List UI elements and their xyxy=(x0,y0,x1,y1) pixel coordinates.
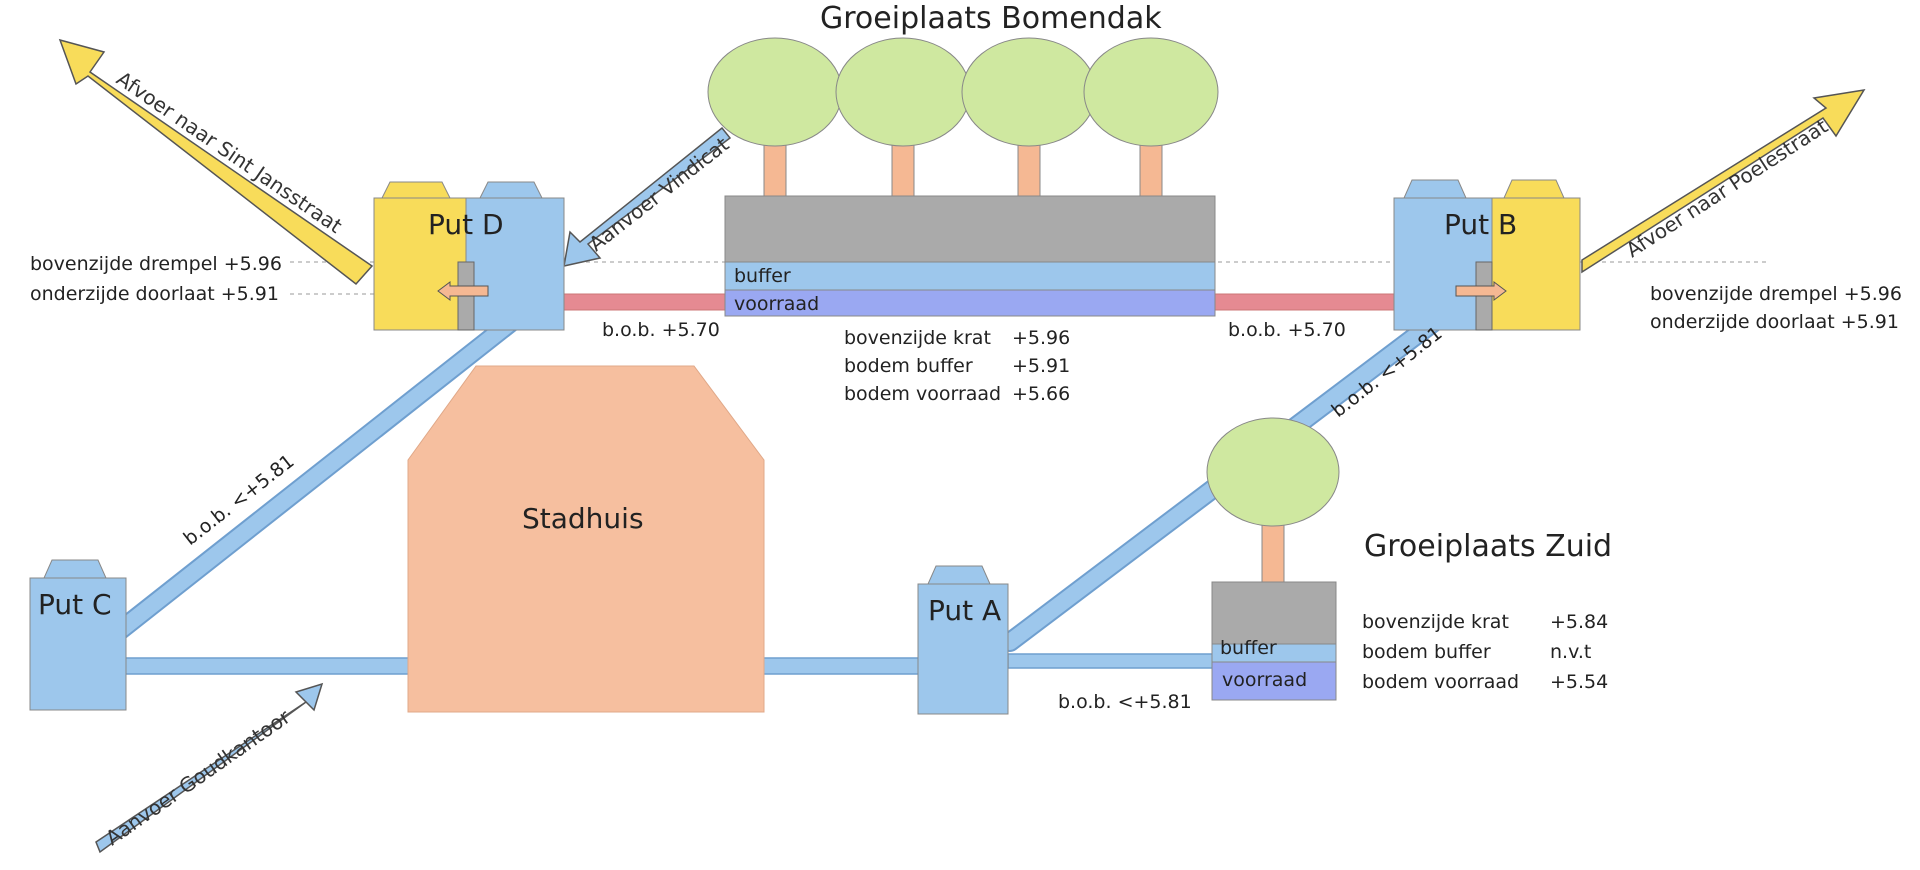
arrow-aanvoer-vindicat-label: Aanvoer Vindicat xyxy=(584,132,733,256)
pipe-d-c xyxy=(110,304,532,640)
zuid-tree-crown xyxy=(1206,417,1340,527)
arrow-afvoer-sint-jansstraat: Afvoer naar Sint Jansstraat xyxy=(58,38,374,286)
arrow-aanvoer-goudkantoor-label: Aanvoer Goudkantoor xyxy=(101,704,295,850)
stadhuis-label: Stadhuis xyxy=(522,502,644,535)
bomendak-voorraad xyxy=(724,289,1216,317)
groeiplaats-zuid: buffer voorraad Groeiplaats Zuid xyxy=(1206,417,1612,701)
left-doorlaat-level: onderzijde doorlaat +5.91 xyxy=(30,283,279,305)
put-a-label: Put A xyxy=(928,594,1001,627)
bomendak-level-3-label: bodem voorraad xyxy=(844,383,1001,405)
zuid-level-2-label: bodem buffer xyxy=(1362,641,1491,663)
zuid-buffer-label: buffer xyxy=(1220,637,1277,659)
trunk-3 xyxy=(1017,139,1041,197)
arrow-aanvoer-vindicat: Aanvoer Vindicat xyxy=(563,126,733,267)
zuid-level-2-value: n.v.t xyxy=(1550,641,1591,663)
pipe-c-stadhuis xyxy=(123,657,425,675)
bomendak-buffer xyxy=(724,261,1216,291)
zuid-trunk xyxy=(1261,519,1285,583)
trunk-1 xyxy=(763,139,787,197)
bomendak-crate xyxy=(724,195,1216,263)
tree-crown-1 xyxy=(707,37,843,147)
tree-crown-2 xyxy=(835,37,971,147)
bomendak-title: Groeiplaats Bomendak xyxy=(820,1,1162,36)
put-b: Put B xyxy=(1393,179,1581,331)
pipe-a-zuid xyxy=(1007,653,1214,669)
bomendak-level-2-value: +5.91 xyxy=(1012,355,1070,377)
trunk-2 xyxy=(891,139,915,197)
zuid-level-1-value: +5.84 xyxy=(1550,611,1608,633)
put-c-label: Put C xyxy=(38,588,112,621)
arrow-afvoer-poelestraat-label: Afvoer naar Poelestraat xyxy=(1622,114,1833,262)
zuid-voorraad xyxy=(1211,661,1337,701)
trunk-4 xyxy=(1139,139,1163,197)
left-drempel-level: bovenzijde drempel +5.96 xyxy=(30,253,282,275)
right-drempel-level: bovenzijde drempel +5.96 xyxy=(1650,283,1902,305)
put-b-label: Put B xyxy=(1444,208,1517,241)
arrow-aanvoer-goudkantoor: Aanvoer Goudkantoor xyxy=(95,682,324,854)
bob-a-label: b.o.b. <+5.81 xyxy=(1058,691,1192,713)
tree-crown-4 xyxy=(1083,37,1219,147)
arrow-afvoer-poelestraat: Afvoer naar Poelestraat xyxy=(1581,89,1866,274)
tree-crown-3 xyxy=(961,37,1097,147)
put-c: Put C xyxy=(29,559,127,711)
pipe-stadhuis-a xyxy=(759,657,921,675)
zuid-level-3-value: +5.54 xyxy=(1550,671,1608,693)
bomendak-level-1-label: bovenzijde krat xyxy=(844,327,991,349)
right-doorlaat-level: onderzijde doorlaat +5.91 xyxy=(1650,311,1899,333)
pipe-d-bomendak xyxy=(561,293,728,311)
bob-left-label: b.o.b. +5.70 xyxy=(602,319,720,341)
stadhuis-building: Stadhuis xyxy=(407,365,765,713)
bomendak-level-2-label: bodem buffer xyxy=(844,355,973,377)
groeiplaats-bomendak: Groeiplaats Bomendak buffer voorraad xyxy=(707,1,1219,317)
zuid-level-3-label: bodem voorraad xyxy=(1362,671,1519,693)
zuid-title: Groeiplaats Zuid xyxy=(1364,529,1612,564)
bomendak-level-3-value: +5.66 xyxy=(1012,383,1070,405)
bomendak-buffer-label: buffer xyxy=(734,265,791,287)
bomendak-voorraad-label: voorraad xyxy=(734,293,819,315)
put-d: Put D xyxy=(373,181,565,331)
bob-right-label: b.o.b. +5.70 xyxy=(1228,319,1346,341)
zuid-voorraad-label: voorraad xyxy=(1222,669,1307,691)
zuid-level-1-label: bovenzijde krat xyxy=(1362,611,1509,633)
bomendak-levels: bovenzijde krat +5.96 bodem buffer +5.91… xyxy=(844,327,1070,405)
arrow-afvoer-sint-jansstraat-label: Afvoer naar Sint Jansstraat xyxy=(112,66,347,238)
zuid-crate xyxy=(1211,581,1337,645)
bomendak-level-1-value: +5.96 xyxy=(1012,327,1070,349)
pipe-bomendak-b xyxy=(1212,293,1396,311)
put-a: Put A xyxy=(917,565,1009,715)
zuid-levels: bovenzijde krat +5.84 bodem buffer n.v.t… xyxy=(1362,611,1608,693)
put-d-label: Put D xyxy=(428,208,504,241)
